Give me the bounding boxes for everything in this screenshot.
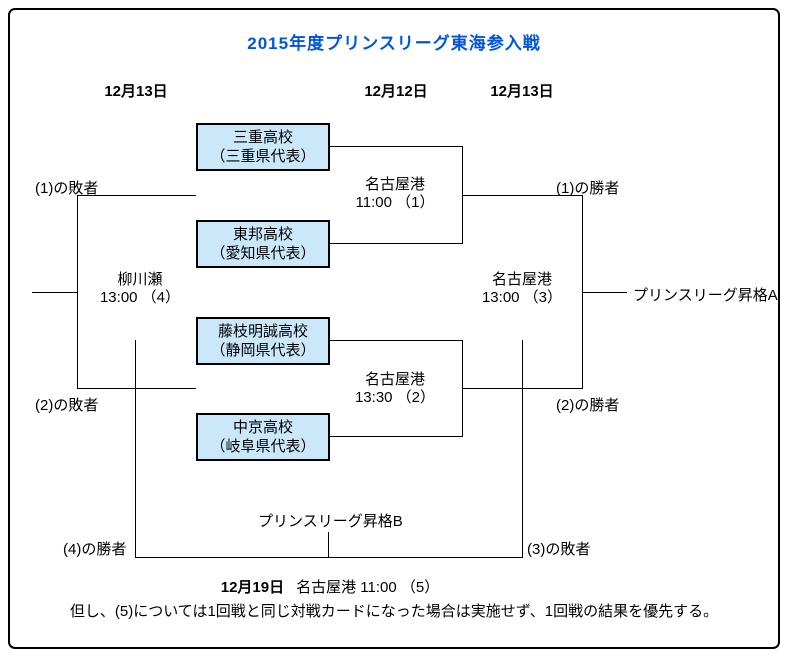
team-region: （三重県代表）	[210, 148, 316, 165]
winner-of-2-label: (2)の勝者	[556, 397, 620, 414]
match-time: 13:00 （4）	[99, 289, 181, 306]
promotion-b-label: プリンスリーグ昇格B	[258, 513, 403, 530]
loser-of-3-label: (3)の敗者	[527, 541, 591, 558]
team-box-fujieda-meisei: 藤枝明誠高校 （静岡県代表）	[196, 317, 330, 365]
connector-line	[135, 340, 136, 557]
team-name: 藤枝明誠高校	[217, 323, 308, 340]
connector-line	[462, 195, 582, 196]
match-time: 11:00 （1）	[355, 194, 435, 211]
final-match-line: 12月19日名古屋港 11:00 （5）	[130, 576, 530, 597]
loser-of-2-label: (2)の敗者	[35, 397, 99, 414]
connector-line	[77, 195, 78, 389]
connector-line	[522, 340, 523, 557]
connector-line	[135, 557, 523, 558]
match-time: 13:30 （2）	[354, 389, 436, 406]
page-title: 2015年度プリンスリーグ東海参入戦	[247, 34, 541, 53]
match-venue: 名古屋港	[364, 371, 425, 388]
match-venue: 名古屋港	[364, 176, 425, 193]
team-region: （岐阜県代表）	[210, 438, 316, 455]
match-time: 13:00 （3）	[481, 289, 563, 306]
team-region: （静岡県代表）	[210, 342, 316, 359]
winner-of-1-label: (1)の勝者	[556, 180, 620, 197]
loser-of-1-label: (1)の敗者	[35, 180, 99, 197]
winner-of-4-label: (4)の勝者	[63, 541, 127, 558]
team-name: 東邦高校	[232, 226, 293, 243]
connector-line	[77, 388, 196, 389]
match-4-label: 柳川瀬 13:00 （4）	[75, 271, 205, 307]
team-box-chukyo: 中京高校 （岐阜県代表）	[196, 413, 330, 461]
connector-line	[32, 292, 77, 293]
connector-line	[77, 195, 196, 196]
connector-line	[328, 532, 329, 557]
match-3-label: 名古屋港 13:00 （3）	[457, 271, 587, 307]
date-header-center: 12月12日	[364, 83, 428, 100]
match-venue: 名古屋港	[491, 271, 552, 288]
date-header-left: 12月13日	[104, 83, 168, 100]
team-box-mie: 三重高校 （三重県代表）	[196, 123, 330, 171]
footnote: 但し、(5)については1回戦と同じ対戦カードになった場合は実施せず、1回戦の結果…	[69, 603, 719, 620]
team-box-toho: 東邦高校 （愛知県代表）	[196, 220, 330, 268]
final-match-info: 名古屋港 11:00 （5）	[296, 579, 440, 596]
match-1-label: 名古屋港 11:00 （1）	[330, 176, 460, 212]
connector-line	[330, 340, 462, 341]
final-match-date: 12月19日	[220, 579, 285, 596]
team-region: （愛知県代表）	[210, 245, 316, 262]
connector-line	[330, 243, 462, 244]
outer-border	[8, 8, 780, 649]
match-2-label: 名古屋港 13:30 （2）	[330, 371, 460, 407]
connector-line	[330, 436, 462, 437]
connector-line	[582, 292, 627, 293]
match-venue: 柳川瀬	[117, 271, 163, 288]
date-header-right: 12月13日	[490, 83, 554, 100]
connector-line	[330, 146, 462, 147]
team-name: 中京高校	[232, 419, 293, 436]
team-name: 三重高校	[232, 129, 293, 146]
promotion-a-label: プリンスリーグ昇格A	[633, 287, 778, 304]
